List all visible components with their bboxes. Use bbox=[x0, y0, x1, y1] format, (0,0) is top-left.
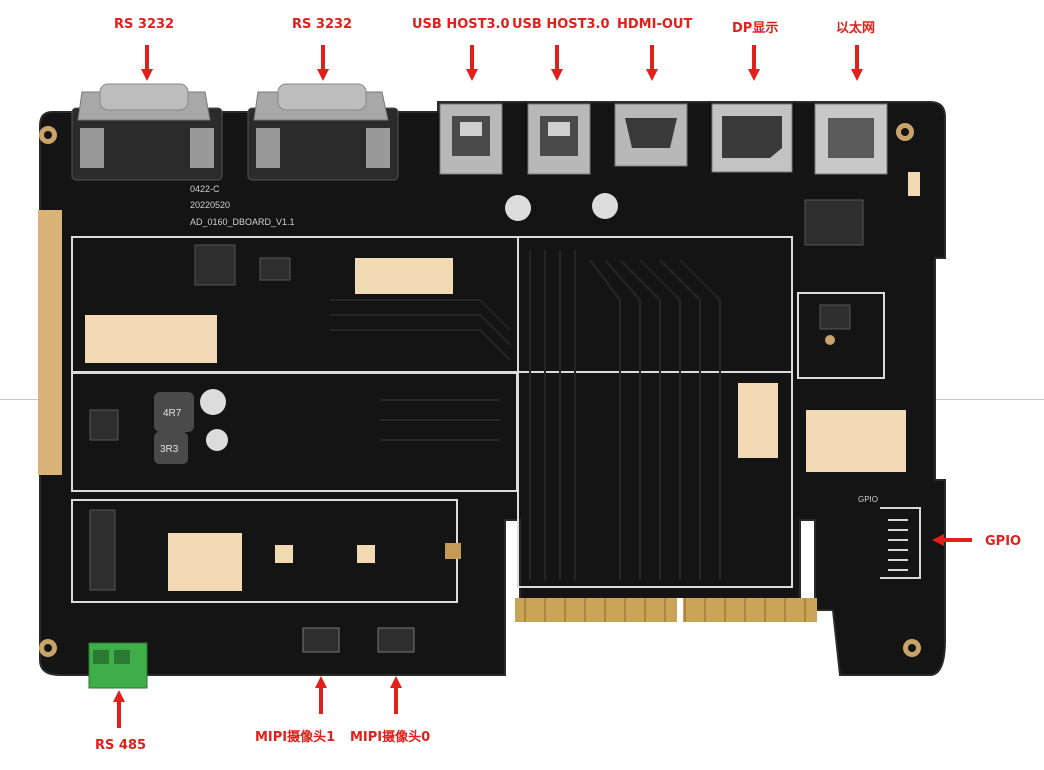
label-dp: DP显示 bbox=[732, 21, 779, 36]
edge-connector bbox=[515, 598, 817, 622]
usb-port-1 bbox=[439, 103, 503, 175]
inductor-3r3: 3R3 bbox=[160, 444, 179, 455]
silk-gpio-header: GPIO bbox=[858, 495, 878, 504]
label-rs485: RS 485 bbox=[95, 738, 147, 753]
left-gold-strip bbox=[38, 210, 62, 475]
label-gpio: GPIO bbox=[985, 534, 1022, 549]
dp-port bbox=[711, 103, 793, 173]
mipi-connectors bbox=[302, 627, 415, 653]
usb-port-2 bbox=[527, 103, 591, 175]
silk-board-code: AD_0160_DBOARD_V1.1 bbox=[190, 217, 295, 227]
ethernet-port bbox=[814, 103, 888, 175]
pcb-outline bbox=[39, 101, 946, 676]
gold-pads bbox=[85, 172, 920, 591]
label-ethernet: 以太网 bbox=[836, 21, 876, 36]
label-rs232-2: RS 3232 bbox=[292, 17, 353, 32]
inductor-4r7: 4R7 bbox=[163, 408, 182, 419]
label-usb-1: USB HOST3.0 bbox=[412, 17, 510, 32]
capacitors bbox=[200, 193, 618, 451]
ics bbox=[89, 199, 864, 591]
inductors: 4R7 3R3 bbox=[154, 392, 194, 464]
db9-connector-1 bbox=[71, 83, 223, 181]
hdmi-port bbox=[614, 103, 688, 167]
label-mipi1: MIPI摄像头1 bbox=[255, 730, 336, 745]
silk-outlines bbox=[71, 236, 885, 603]
gpio-header bbox=[880, 507, 921, 579]
silk-date: 20220520 bbox=[190, 200, 230, 210]
db9-connector-2 bbox=[247, 83, 399, 181]
mounting-holes bbox=[39, 123, 921, 657]
label-rs232-1: RS 3232 bbox=[114, 17, 175, 32]
label-hdmi: HDMI-OUT bbox=[617, 17, 693, 32]
silk-rev: 0422-C bbox=[190, 184, 220, 194]
label-mipi0: MIPI摄像头0 bbox=[350, 730, 431, 745]
rs485-terminal bbox=[88, 642, 148, 689]
pcb-traces bbox=[330, 250, 721, 580]
label-usb-2: USB HOST3.0 bbox=[512, 17, 610, 32]
